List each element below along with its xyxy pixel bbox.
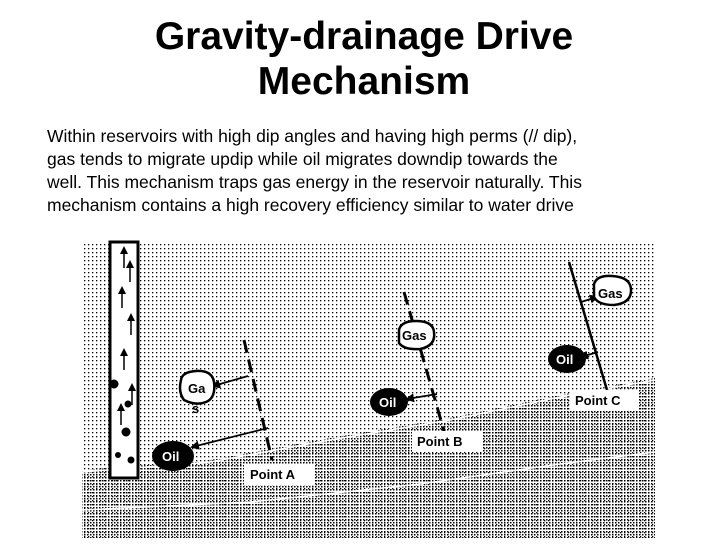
strata-line-2: [82, 451, 655, 511]
oil-arrow-a: [190, 427, 269, 450]
gas-label-a-2: s: [192, 401, 199, 416]
description-line-4: mechanism contains a high recovery effic…: [47, 195, 574, 215]
page-title: Gravity-drainage Drive Mechanism: [0, 14, 728, 104]
oil-arrow-b: [405, 393, 438, 403]
gas-bubble-c: Gas: [592, 274, 633, 307]
description-text: Within reservoirs with high dip angles a…: [47, 125, 717, 217]
point-a-dashed-line: [242, 339, 274, 461]
gas-label-b: Gas: [402, 328, 427, 343]
svg-text:Point C: Point C: [575, 393, 621, 408]
gas-label-a-1: Ga: [188, 381, 206, 396]
description-line-1: Within reservoirs with high dip angles a…: [47, 126, 578, 146]
title-line-1: Gravity-drainage Drive: [154, 15, 574, 58]
oil-blob-c: Oil: [548, 345, 586, 373]
point-c-solid-line: [567, 261, 609, 391]
gas-arrow-a: [211, 375, 249, 389]
title-line-2: Mechanism: [257, 60, 471, 103]
point-b-dashed-line: [402, 291, 448, 439]
svg-text:Point B: Point B: [417, 434, 463, 449]
description-line-2: gas tends to migrate updip while oil mig…: [47, 149, 558, 169]
point-c-label: Point C: [570, 390, 638, 411]
wellbore: [108, 240, 140, 480]
svg-text:Point A: Point A: [250, 467, 296, 482]
bottom-strata-band: [82, 450, 655, 538]
gas-bubble-b: Gas: [397, 319, 436, 351]
oil-label-b: Oil: [379, 395, 396, 410]
oil-blob-b: Oil: [370, 388, 408, 416]
point-a-label: Point A: [244, 464, 314, 485]
oil-label-a: Oil: [162, 449, 179, 464]
point-b-label: Point B: [412, 431, 482, 452]
oil-blob-a: Oil: [152, 441, 194, 471]
gas-bubble-a: Ga s: [178, 369, 216, 416]
gas-label-c: Gas: [598, 286, 623, 301]
oil-label-c: Oil: [556, 352, 573, 367]
description-line-3: well. This mechanism traps gas energy in…: [47, 172, 582, 192]
